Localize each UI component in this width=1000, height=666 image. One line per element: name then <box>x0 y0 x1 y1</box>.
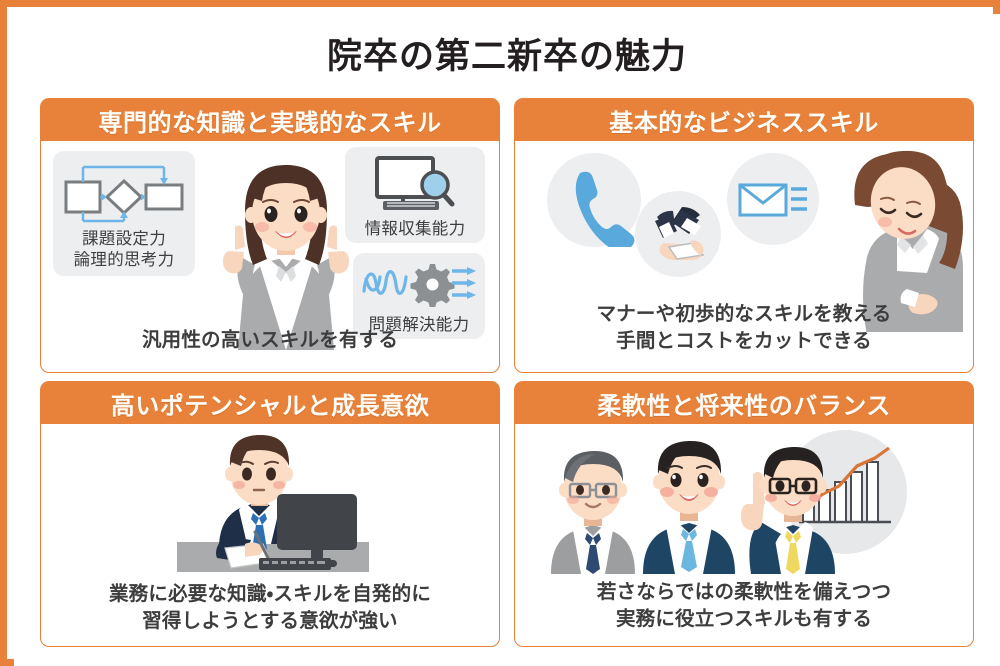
gear-untangle-icon <box>360 261 478 307</box>
card-header-label: 基本的なビジネススキル <box>609 109 879 137</box>
card-header: 柔軟性と将来性のバランス <box>514 381 974 425</box>
card-header-label: 高いポテンシャルと成長意欲 <box>110 392 430 420</box>
card-caption: 業務に必要な知識・スキルを自発的に 習得しようとする意欲が強い <box>108 583 432 632</box>
flowchart-icon <box>63 163 185 225</box>
badge-label: 課題設定力 論理的思考力 <box>73 230 175 269</box>
card-caption: マナーや初歩的なスキルを教える 手間とコストをカットできる <box>596 303 892 352</box>
card-body: 若さならではの柔軟性を備えつつ 実務に役立つスキルも有する <box>514 424 974 647</box>
card-caption: 若さならではの柔軟性を備えつつ 実務に役立つスキルも有する <box>596 581 892 630</box>
card-body: 業務に必要な知識・スキルを自発的に 習得しようとする意欲が強い <box>40 424 500 647</box>
woman-bowing-illustration <box>815 147 973 332</box>
card-high-potential[interactable]: 高いポテンシャルと成長意欲 <box>40 381 500 647</box>
telephone-icon <box>547 153 641 247</box>
card-header-label: 柔軟性と将来性のバランス <box>597 392 891 420</box>
businessman-pointing-illustration <box>713 438 861 574</box>
card-body: マナーや初歩的なスキルを教える 手間とコストをカットできる <box>514 141 974 373</box>
card-flexibility-balance[interactable]: 柔軟性と将来性のバランス <box>514 381 974 647</box>
page-canvas: 院卒の第二新卒の魅力 専門的な知識と実践的なスキル <box>14 14 1000 666</box>
badge-label: 情報収集能力 <box>364 220 466 238</box>
card-header: 基本的なビジネススキル <box>514 98 974 142</box>
card-header-label: 専門的な知識と実践的なスキル <box>98 109 442 137</box>
envelope-mail-icon <box>727 153 819 245</box>
man-at-desk-illustration <box>167 432 382 580</box>
businessman-senior-illustration <box>533 442 653 574</box>
card-caption: 汎用性の高いスキルを有する <box>141 329 399 351</box>
card-body: 課題設定力 論理的思考力 <box>40 141 500 373</box>
woman-pointing-up-illustration <box>191 155 381 350</box>
businessman-young-illustration <box>625 432 753 574</box>
badge-problem-setting[interactable]: 課題設定力 論理的思考力 <box>53 151 195 276</box>
badge-problem-solving[interactable]: 問題解決能力 <box>353 253 485 339</box>
page-title: 院卒の第二新卒の魅力 <box>326 37 687 76</box>
card-basic-business-skills[interactable]: 基本的なビジネススキル <box>514 98 974 373</box>
card-header: 専門的な知識と実践的なスキル <box>40 98 500 142</box>
badge-label: 問題解決能力 <box>368 316 470 334</box>
monitor-search-icon <box>367 155 463 213</box>
card-specialized-knowledge[interactable]: 専門的な知識と実践的なスキル <box>40 98 500 373</box>
card-header: 高いポテンシャルと成長意欲 <box>40 381 500 425</box>
badge-information-gathering[interactable]: 情報収集能力 <box>345 147 485 243</box>
business-card-exchange-icon <box>635 191 721 277</box>
